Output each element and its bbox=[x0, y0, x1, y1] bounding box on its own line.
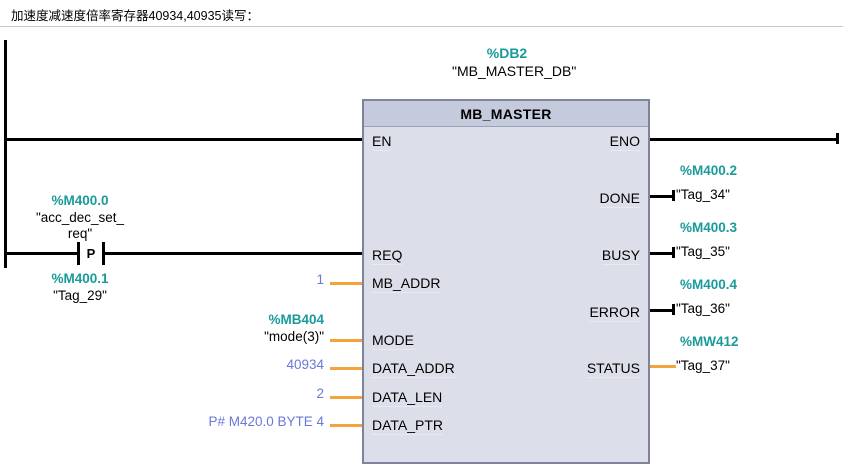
pin-busy[interactable]: BUSY bbox=[601, 247, 640, 265]
network-comment-bar: 加速度减速度倍率寄存器40934,40935读写： bbox=[0, 0, 843, 27]
pin-data-addr[interactable]: DATA_ADDR bbox=[372, 360, 455, 378]
function-block-title: MB_MASTER bbox=[460, 105, 552, 122]
instance-db-name: "MB_MASTER_DB" bbox=[452, 63, 577, 79]
wire-data-ptr bbox=[330, 424, 363, 427]
pin-done[interactable]: DONE bbox=[599, 190, 640, 208]
output-address-status: %MW412 bbox=[680, 334, 739, 349]
positive-edge-contact[interactable]: P bbox=[77, 242, 105, 265]
contact-edge-letter: P bbox=[86, 246, 96, 261]
input-operand-mode[interactable]: "mode(3)" bbox=[264, 329, 324, 344]
wire-data-addr bbox=[330, 367, 363, 370]
wire-status bbox=[650, 365, 676, 368]
output-address-error: %M400.4 bbox=[680, 277, 738, 292]
input-address-mode: %MB404 bbox=[268, 312, 324, 327]
function-block-mb-master[interactable]: MB_MASTER EN REQ MB_ADDR MODE DATA_ADDR … bbox=[362, 99, 650, 464]
input-operand-data-len[interactable]: 2 bbox=[316, 386, 324, 401]
ladder-network-canvas: %DB2 "MB_MASTER_DB" P %M400.0 "acc_dec_s… bbox=[0, 27, 843, 464]
pin-data-ptr[interactable]: DATA_PTR bbox=[372, 417, 444, 435]
output-address-done: %M400.2 bbox=[680, 163, 738, 178]
instance-db-address: %DB2 bbox=[486, 45, 528, 61]
wire-busy-terminal bbox=[672, 247, 675, 258]
power-rail bbox=[4, 40, 7, 268]
wire-done-terminal bbox=[672, 190, 675, 201]
contact-tag-above-line1: "acc_dec_set_ bbox=[35, 210, 125, 225]
wire-contact-to-req bbox=[103, 252, 363, 255]
pin-error[interactable]: ERROR bbox=[589, 304, 640, 322]
output-operand-busy[interactable]: "Tag_35" bbox=[676, 244, 730, 259]
input-operand-mb-addr[interactable]: 1 bbox=[316, 272, 324, 287]
output-operand-status[interactable]: "Tag_37" bbox=[676, 358, 730, 373]
network-comment-text: 加速度减速度倍率寄存器40934,40935读写： bbox=[11, 9, 259, 23]
wire-done bbox=[650, 195, 674, 198]
wire-rail-to-contact bbox=[5, 252, 77, 255]
pin-mb-addr[interactable]: MB_ADDR bbox=[372, 275, 441, 293]
contact-address-below: %M400.1 bbox=[51, 271, 109, 286]
wire-mode bbox=[330, 339, 363, 342]
output-operand-error[interactable]: "Tag_36" bbox=[676, 301, 730, 316]
contact-tag-above-line2: req" bbox=[67, 226, 93, 241]
wire-mb-addr bbox=[330, 282, 363, 285]
contact-left-bar bbox=[77, 242, 80, 265]
output-operand-done[interactable]: "Tag_34" bbox=[676, 187, 730, 202]
function-block-header: MB_MASTER bbox=[364, 101, 648, 127]
instance-db-header: %DB2 "MB_MASTER_DB" bbox=[452, 45, 577, 79]
wire-error-terminal bbox=[672, 304, 675, 315]
input-operand-data-ptr[interactable]: P# M420.0 BYTE 4 bbox=[208, 414, 324, 429]
wire-data-len bbox=[330, 396, 363, 399]
wire-busy bbox=[650, 252, 674, 255]
wire-error bbox=[650, 309, 674, 312]
wire-eno bbox=[650, 138, 838, 141]
pin-data-len[interactable]: DATA_LEN bbox=[372, 389, 443, 407]
pin-en[interactable]: EN bbox=[372, 133, 392, 151]
pin-status[interactable]: STATUS bbox=[586, 360, 640, 378]
output-address-busy: %M400.3 bbox=[680, 220, 738, 235]
wire-eno-terminal bbox=[836, 133, 839, 144]
wire-rail-to-en bbox=[5, 138, 363, 141]
pin-mode[interactable]: MODE bbox=[372, 332, 414, 350]
contact-tag-below: "Tag_29" bbox=[53, 288, 107, 303]
pin-eno[interactable]: ENO bbox=[609, 133, 640, 151]
pin-req[interactable]: REQ bbox=[372, 247, 403, 265]
input-operand-data-addr-real[interactable]: 40934 bbox=[286, 357, 324, 372]
contact-address-above: %M400.0 bbox=[51, 193, 109, 208]
